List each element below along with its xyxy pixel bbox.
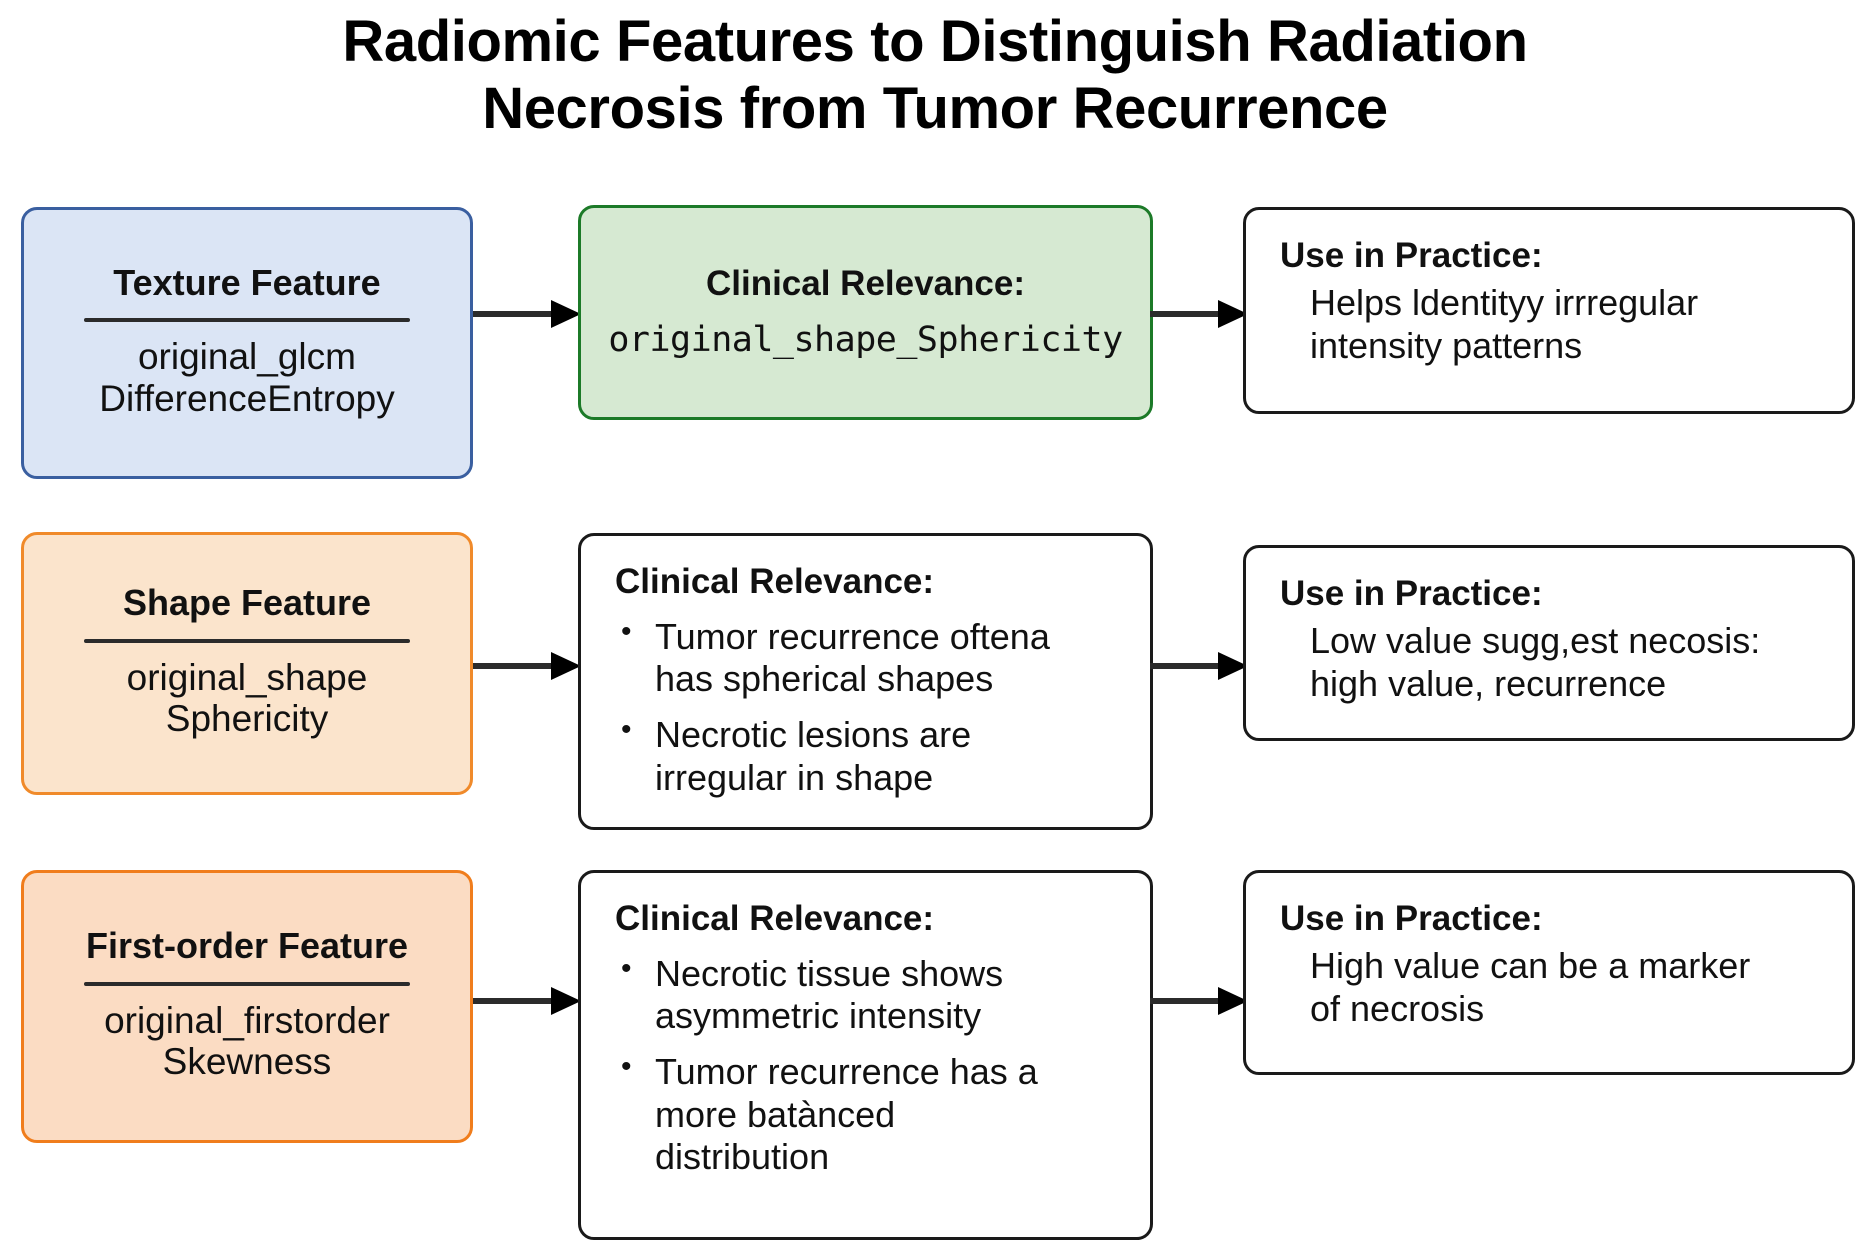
arrow-shape-to-relevance <box>473 650 581 682</box>
list-item: Tumor recurrence oftena has spherical sh… <box>615 614 1120 700</box>
practice-box-row-3[interactable]: Use in Practice: High value can be a mar… <box>1243 870 1855 1075</box>
practice-heading-row-1: Use in Practice: <box>1280 236 1543 275</box>
firstorder-feature-name-line-1: original_firstorder <box>104 999 390 1041</box>
firstorder-feature-name-line-2: Skewness <box>162 1041 332 1083</box>
texture-feature-name: original_glcm DifferenceEntropy <box>99 336 394 419</box>
firstorder-feature-box[interactable]: First-order Feature original_firstorder … <box>21 870 473 1143</box>
divider-rule <box>83 638 411 643</box>
practice-heading-row-2: Use in Practice: <box>1280 574 1543 613</box>
arrow-texture-to-relevance <box>473 298 581 330</box>
divider-rule <box>83 318 411 323</box>
shape-feature-name-line-2: Sphericity <box>165 698 329 740</box>
texture-feature-name-line-2: DifferenceEntropy <box>99 377 395 419</box>
divider-rule <box>83 981 411 986</box>
practice-text-row-2-line-1: Low value sugg,est necosis: <box>1310 620 1761 662</box>
page-title-line-2: Necrosis from Tumor Recurrence <box>482 76 1388 142</box>
relevance-box-row-3[interactable]: Clinical Relevance: Necrotic tissue show… <box>578 870 1153 1240</box>
relevance-mono-value-row-1: original_shape_Sphericity <box>608 319 1123 360</box>
relevance-box-row-2[interactable]: Clinical Relevance: Tumor recurrence oft… <box>578 533 1153 830</box>
relevance-heading-row-3: Clinical Relevance: <box>615 899 935 938</box>
practice-text-row-2-line-2: high value, recurrence <box>1310 662 1667 704</box>
arrow-relevance-to-practice-row-1 <box>1150 298 1248 330</box>
bullet-line: Necrotic tissue shows <box>655 953 1004 995</box>
list-item: Tumor recurrence has a more batànced dis… <box>615 1049 1120 1177</box>
relevance-heading-row-1: Clinical Relevance: <box>705 264 1026 304</box>
bullet-line: asymmetric intensity <box>655 995 982 1037</box>
bullet-line: Tumor recurrence oftena <box>655 616 1050 658</box>
arrow-relevance-to-practice-row-2 <box>1150 650 1248 682</box>
relevance-box-row-1[interactable]: Clinical Relevance: original_shape_Spher… <box>578 205 1153 420</box>
texture-feature-name-line-1: original_glcm <box>137 336 356 378</box>
practice-text-row-1-line-1: Helps ldentityy irrregular <box>1310 282 1699 324</box>
arrow-firstorder-to-relevance <box>473 985 581 1017</box>
relevance-heading-row-2: Clinical Relevance: <box>615 562 935 601</box>
shape-feature-title: Shape Feature <box>122 582 372 624</box>
bullet-line: irregular in shape <box>655 756 934 798</box>
relevance-bullet-list-row-2: Tumor recurrence oftena has spherical sh… <box>615 614 1120 798</box>
bullet-line: distribution <box>655 1135 830 1177</box>
firstorder-feature-name: original_firstorder Skewness <box>104 1000 390 1083</box>
practice-text-row-1-line-2: intensity patterns <box>1310 324 1583 366</box>
texture-feature-box[interactable]: Texture Feature original_glcm Difference… <box>21 207 473 479</box>
practice-box-row-2[interactable]: Use in Practice: Low value sugg,est neco… <box>1243 545 1855 741</box>
shape-feature-name-line-1: original_shape <box>126 656 368 698</box>
shape-feature-box[interactable]: Shape Feature original_shape Sphericity <box>21 532 473 795</box>
practice-text-row-1: Helps ldentityy irrregular intensity pat… <box>1280 282 1822 367</box>
texture-feature-title: Texture Feature <box>113 261 381 303</box>
practice-text-row-2: Low value sugg,est necosis: high value, … <box>1280 620 1822 705</box>
bullet-line: more batànced <box>655 1093 896 1135</box>
practice-text-row-3-line-1: High value can be a marker <box>1310 945 1751 987</box>
practice-heading-row-3: Use in Practice: <box>1280 899 1543 938</box>
relevance-bullet-list-row-3: Necrotic tissue shows asymmetric intensi… <box>615 951 1120 1178</box>
list-item: Necrotic lesions are irregular in shape <box>615 712 1120 798</box>
shape-feature-name: original_shape Sphericity <box>127 657 368 740</box>
practice-text-row-3-line-2: of necrosis <box>1310 987 1485 1029</box>
bullet-line: Necrotic lesions are <box>655 714 972 756</box>
page-title-line-1: Radiomic Features to Distinguish Radiati… <box>342 9 1528 74</box>
arrow-relevance-to-practice-row-3 <box>1150 985 1248 1017</box>
bullet-line: has spherical shapes <box>655 658 994 700</box>
list-item: Necrotic tissue shows asymmetric intensi… <box>615 951 1120 1037</box>
bullet-line: Tumor recurrence has a <box>655 1051 1038 1093</box>
practice-text-row-3: High value can be a marker of necrosis <box>1280 945 1822 1030</box>
practice-box-row-1[interactable]: Use in Practice: Helps ldentityy irrregu… <box>1243 207 1855 414</box>
firstorder-feature-title: First-order Feature <box>85 925 409 967</box>
page-title: Radiomic Features to Distinguish Radiati… <box>0 8 1870 143</box>
